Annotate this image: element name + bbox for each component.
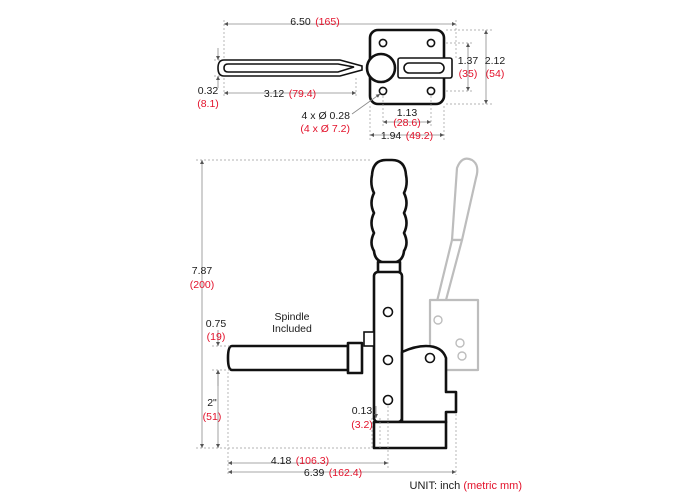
side-ghost-handle <box>428 157 480 372</box>
dim-spindle-reach: 4.18 (106.3) <box>271 451 329 468</box>
dim-spindle-diameter-in: 0.75 <box>206 318 227 330</box>
dim-base-width-mm: (54) <box>486 68 505 80</box>
dim-base-length: 1.94 (49.2) <box>381 126 433 143</box>
top-base-hole-2 <box>426 38 436 48</box>
side-spindle-nut <box>346 341 364 375</box>
dim-base-thickness-in: 0.13 <box>352 405 373 417</box>
dim-hole-diameter-mm: (4 x Ø 7.2) <box>300 123 350 135</box>
unit-label-metric: (metric mm) <box>463 480 522 492</box>
dim-hole-diameter-in: 4 x Ø 0.28 <box>302 110 351 122</box>
unit-label-imperial: UNIT: inch <box>409 480 461 492</box>
side-base-plate <box>372 420 448 450</box>
dim-base-width-in: 2.12 <box>485 55 506 67</box>
side-lever-pin-1 <box>382 306 394 318</box>
dimension-labels: 6.50 (165) 1.37 (35) 2.12 (54) 0.32 (8.1… <box>190 12 506 480</box>
dim-hole-pitch-in: 1.13 <box>397 107 418 119</box>
dim-overall-height-in: 7.87 <box>192 265 213 277</box>
dim-handle-height-mm: (8.1) <box>197 98 219 110</box>
dim-hole-pitch-mm: (28.6) <box>393 117 420 129</box>
top-base-hole-1 <box>378 38 388 48</box>
dim-handle-height-in: 0.32 <box>198 85 219 97</box>
dim-spindle-height-in: 2" <box>207 397 217 409</box>
side-small-bolt <box>363 331 375 347</box>
top-pivot-knob <box>365 52 397 84</box>
spindle-note-line1: Spindle <box>274 311 309 323</box>
top-handle-inner <box>223 63 355 73</box>
dim-hole-spacing-mm: (35) <box>459 68 478 80</box>
side-lever-pin-2 <box>382 354 394 366</box>
side-lever-pin-3 <box>382 394 394 406</box>
dim-handle-length: 3.12 (79.4) <box>264 84 316 101</box>
top-base-hole-4 <box>426 86 436 96</box>
top-base-hole-3 <box>378 86 388 96</box>
dim-spindle-diameter-mm: (19) <box>207 331 226 343</box>
side-spindle <box>226 344 350 372</box>
spindle-note-line2: Included <box>272 323 312 335</box>
side-view <box>196 157 480 475</box>
top-view <box>214 18 492 142</box>
side-body-pin <box>424 352 436 364</box>
dim-hole-spacing-in: 1.37 <box>458 55 479 67</box>
dim-base-thickness-mm: (3.2) <box>351 419 373 431</box>
dim-spindle-height-mm: (51) <box>203 411 222 423</box>
side-handle-grip <box>370 158 408 265</box>
unit-legend: UNIT: inch (metric mm) <box>410 480 522 492</box>
dim-overall-reach: 6.39 (162.4) <box>304 463 362 480</box>
top-arm-slot <box>403 62 445 74</box>
side-body <box>400 344 458 424</box>
dim-overall-length: 6.50 (165) <box>290 12 339 29</box>
dim-overall-height-mm: (200) <box>190 279 215 291</box>
